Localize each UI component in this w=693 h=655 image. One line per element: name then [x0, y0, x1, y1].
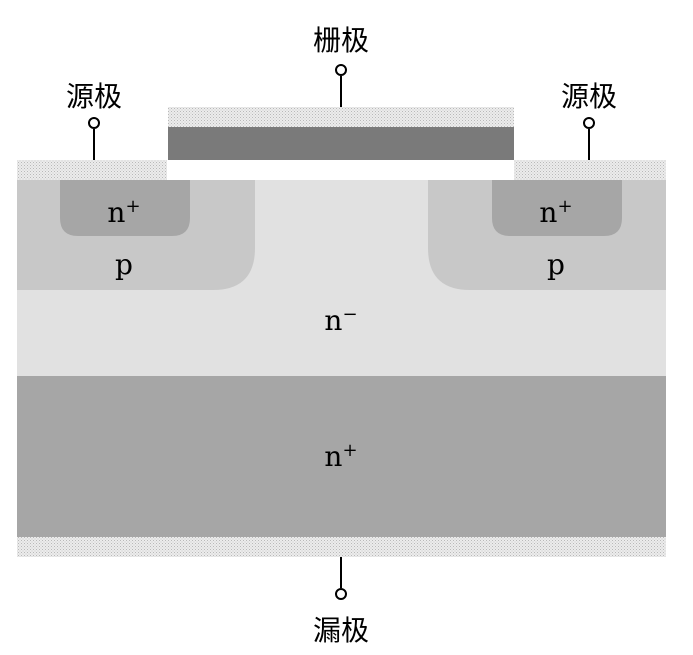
source-terminal-right	[583, 117, 595, 129]
n-plus-substrate	[17, 376, 666, 537]
n-plus-source-left	[60, 180, 190, 236]
source-metal-left	[17, 160, 167, 180]
drain-label: 漏极	[313, 614, 369, 647]
p-body-left-label: p	[115, 248, 133, 281]
source-label-right: 源极	[561, 80, 617, 113]
source-metal-right	[514, 160, 666, 180]
n-plus-source-right	[492, 180, 622, 236]
gate-electrode	[168, 127, 514, 160]
gate-metal	[168, 107, 514, 127]
drain-terminal	[335, 588, 347, 600]
source-terminal-left	[88, 117, 100, 129]
n-plus-source-right-label: n+	[539, 196, 572, 229]
n-minus-label: n−	[324, 304, 357, 337]
source-label-left: 源极	[66, 80, 122, 113]
p-body-right-label: p	[547, 248, 565, 281]
gate-terminal	[335, 64, 347, 76]
gate-label: 栅极	[313, 24, 369, 57]
drain-metal	[17, 537, 666, 557]
n-plus-substrate-label: n+	[324, 440, 357, 473]
n-plus-source-left-label: n+	[107, 196, 140, 229]
